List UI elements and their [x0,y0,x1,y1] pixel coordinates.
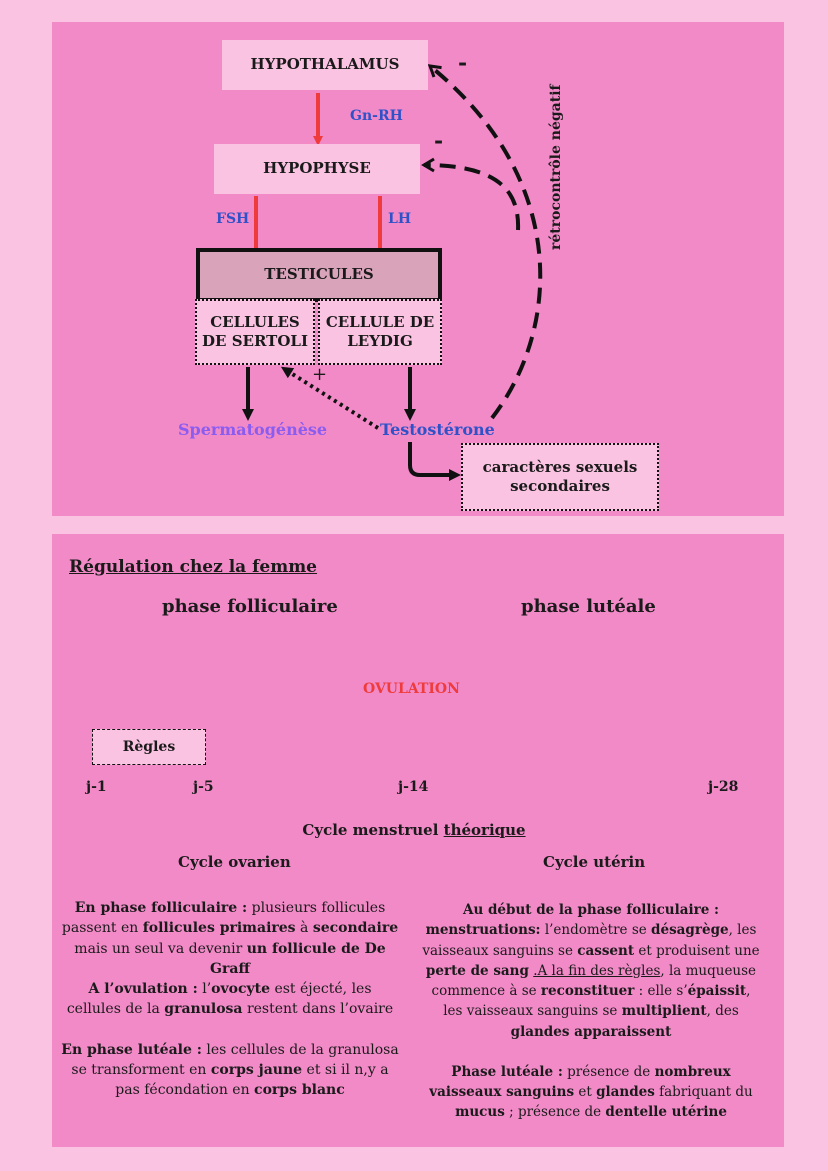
minus-sign-top: - [458,50,468,76]
female-section-title: Régulation chez la femme [69,557,318,577]
leydig-line2: LEYDIG [347,332,413,350]
luteal-phase-label: phase lutéale [521,596,656,617]
negative-feedback-hypophyse [421,157,521,231]
fsh-label: FSH [216,211,250,227]
ovarian-cycle-title: Cycle ovarien [178,853,291,871]
hypothalamus-box: HYPOTHALAMUS [222,40,428,90]
tick-j5: j-5 [193,779,214,795]
secondary-characters-box: caractères sexuels secondaires [461,443,659,511]
lh-label: LH [388,211,412,227]
uterine-luteal-paragraph: Phase lutéale : présence de nombreux vai… [429,1063,753,1121]
sertoli-line2: DE SERTOLI [202,332,308,350]
female-regulation-panel [52,534,784,1147]
testosterone-label: Testostérone [380,420,495,439]
secondary-line2: secondaires [510,477,610,495]
spermatogenese-label: Spermatogénèse [178,420,328,439]
leydig-line1: CELLULE DE [325,312,435,331]
secondary-line1: caractères sexuels [482,457,638,476]
regles-box: Règles [92,729,206,765]
negative-feedback-hypothalamus [427,64,543,420]
tick-j14: j-14 [398,779,429,795]
secondary-characters-arrow [408,442,461,481]
testicules-box: TESTICULES [196,248,442,302]
uterine-cycle-text: Au début de la phase folliculaire : mens… [420,900,762,1123]
plus-sign: + [312,364,328,385]
ovarian-ovulation-paragraph: A l’ovulation : l’ovocyte est éjecté, le… [66,981,394,1018]
gnrh-label: Gn-RH [350,108,403,124]
follicular-phase-label: phase folliculaire [162,596,338,617]
negative-feedback-label: rétrocontrôle négatif [548,84,564,250]
sertoli-line1: CELLULES [210,312,300,331]
ovarian-luteal-paragraph: En phase lutéale : les cellules de la gr… [61,1041,399,1099]
leydig-cell-box: CELLULE DE LEYDIG [318,299,442,365]
tick-j1: j-1 [86,779,107,795]
hypophyse-box: HYPOPHYSE [214,144,420,194]
cycle-caption-main: Cycle menstruel [302,821,439,839]
tick-j28: j-28 [708,779,739,795]
cycle-caption-underlined: théorique [443,821,526,839]
minus-sign-mid: - [434,128,444,154]
ovulation-label: OVULATION [363,681,460,697]
uterine-cycle-title: Cycle utérin [543,853,646,871]
uterine-follicular-paragraph: Au début de la phase folliculaire : mens… [422,902,760,1040]
sertoli-cells-box: CELLULES DE SERTOLI [195,299,315,365]
ovarian-cycle-text: En phase folliculaire : plusieurs follic… [60,898,400,1101]
cycle-caption: Cycle menstruel théorique [0,821,828,839]
ovarian-follicular-paragraph: En phase folliculaire : plusieurs follic… [61,900,399,977]
